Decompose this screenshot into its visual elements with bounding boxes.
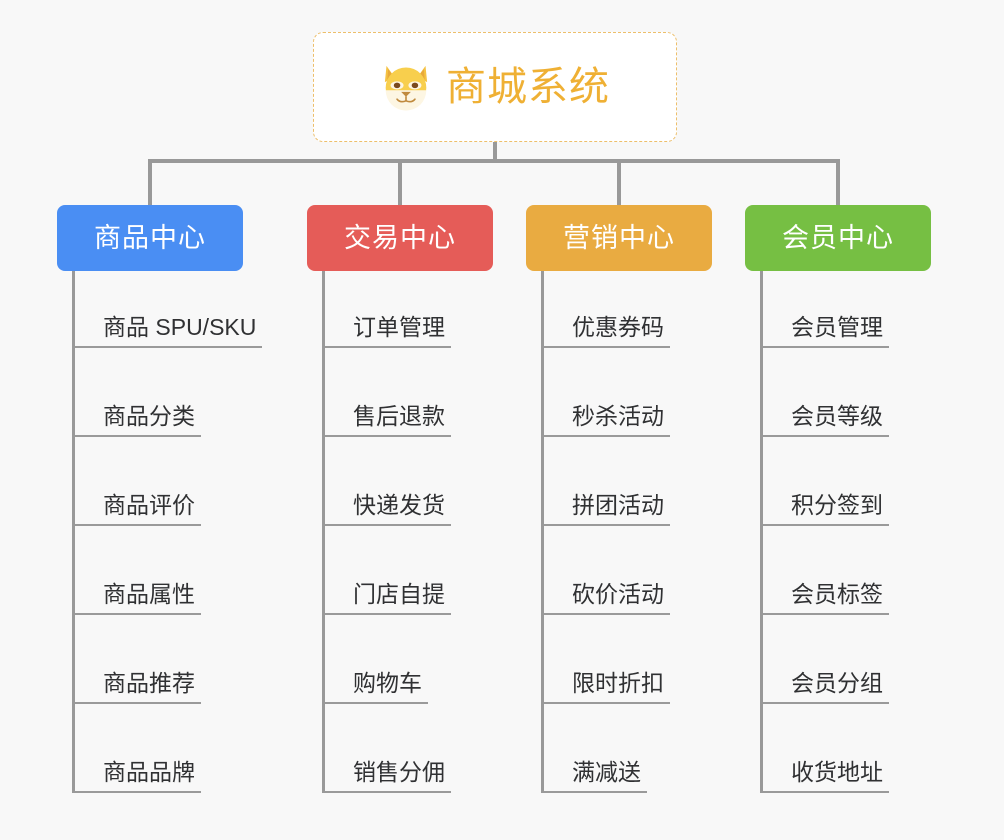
leaf-item[interactable]: 购物车: [325, 621, 428, 704]
leaf-item[interactable]: 快递发货: [325, 443, 451, 526]
leaf-item-label: 商品评价: [75, 492, 201, 526]
leaf-item-label: 快递发货: [325, 492, 451, 526]
leaf-rail: [541, 271, 544, 793]
leaf-item[interactable]: 商品分类: [75, 354, 201, 437]
leaf-item[interactable]: 商品推荐: [75, 621, 201, 704]
leaf-item[interactable]: 商品品牌: [75, 710, 201, 793]
leaf-item-label: 会员等级: [763, 403, 889, 437]
root-node-label: 商城系统: [446, 65, 610, 109]
leaf-rail: [760, 271, 763, 793]
branch-label: 商品中心: [94, 222, 206, 253]
leaf-item-label: 商品分类: [75, 403, 201, 437]
leaf-item-label: 销售分佣: [325, 759, 451, 793]
branch-label: 营销中心: [563, 222, 675, 253]
leaf-item-label: 会员标签: [763, 581, 889, 615]
leaf-item[interactable]: 会员等级: [763, 354, 889, 437]
leaf-item-label: 会员管理: [763, 314, 889, 348]
leaf-item-label: 商品品牌: [75, 759, 201, 793]
leaf-item[interactable]: 商品属性: [75, 532, 201, 615]
leaf-item[interactable]: 订单管理: [325, 265, 451, 348]
leaf-item[interactable]: 商品 SPU/SKU: [75, 265, 263, 348]
leaf-item[interactable]: 门店自提: [325, 532, 451, 615]
leaf-item-label: 商品属性: [75, 581, 201, 615]
leaf-item-label: 门店自提: [325, 581, 451, 615]
branch-label: 会员中心: [782, 222, 894, 253]
branch-node-marketing-center[interactable]: 营销中心: [526, 205, 712, 271]
leaf-item-label: 满减送: [544, 759, 647, 793]
branch-node-product-center[interactable]: 商品中心: [57, 205, 243, 271]
leaf-item-label: 优惠券码: [544, 314, 670, 348]
leaf-item[interactable]: 商品评价: [75, 443, 201, 526]
leaf-item-label: 限时折扣: [544, 670, 670, 704]
leaf-item[interactable]: 售后退款: [325, 354, 451, 437]
leaf-item[interactable]: 限时折扣: [544, 621, 670, 704]
branch-node-member-center[interactable]: 会员中心: [745, 205, 931, 271]
leaf-item[interactable]: 积分签到: [763, 443, 889, 526]
leaf-rail: [72, 271, 75, 793]
leaf-item[interactable]: 优惠券码: [544, 265, 670, 348]
leaf-item[interactable]: 销售分佣: [325, 710, 451, 793]
leaf-item[interactable]: 满减送: [544, 710, 647, 793]
leaf-item[interactable]: 拼团活动: [544, 443, 670, 526]
leaf-item[interactable]: 砍价活动: [544, 532, 670, 615]
leaf-item[interactable]: 会员管理: [763, 265, 889, 348]
shiba-dog-emoji-icon: [384, 65, 428, 111]
leaf-item-label: 商品 SPU/SKU: [75, 314, 263, 348]
connector-drop-4: [836, 159, 840, 205]
connector-drop-3: [617, 159, 621, 205]
leaf-item[interactable]: 秒杀活动: [544, 354, 670, 437]
leaf-item-label: 售后退款: [325, 403, 451, 437]
leaf-item-label: 积分签到: [763, 492, 889, 526]
connector-drop-2: [398, 159, 402, 205]
connector-stem: [493, 142, 497, 163]
connector-horizontal-bar: [148, 159, 840, 163]
leaf-item-label: 商品推荐: [75, 670, 201, 704]
leaf-item-label: 秒杀活动: [544, 403, 670, 437]
leaf-item-label: 砍价活动: [544, 581, 670, 615]
leaf-item-label: 拼团活动: [544, 492, 670, 526]
connector-drop-1: [148, 159, 152, 205]
leaf-rail: [322, 271, 325, 793]
leaf-item[interactable]: 会员标签: [763, 532, 889, 615]
leaf-item[interactable]: 会员分组: [763, 621, 889, 704]
branch-label: 交易中心: [344, 222, 456, 253]
leaf-item-label: 购物车: [325, 670, 428, 704]
branch-node-trade-center[interactable]: 交易中心: [307, 205, 493, 271]
leaf-item-label: 收货地址: [763, 759, 889, 793]
leaf-item-label: 会员分组: [763, 670, 889, 704]
leaf-item-label: 订单管理: [325, 314, 451, 348]
leaf-item[interactable]: 收货地址: [763, 710, 889, 793]
root-node[interactable]: 商城系统: [313, 32, 677, 142]
